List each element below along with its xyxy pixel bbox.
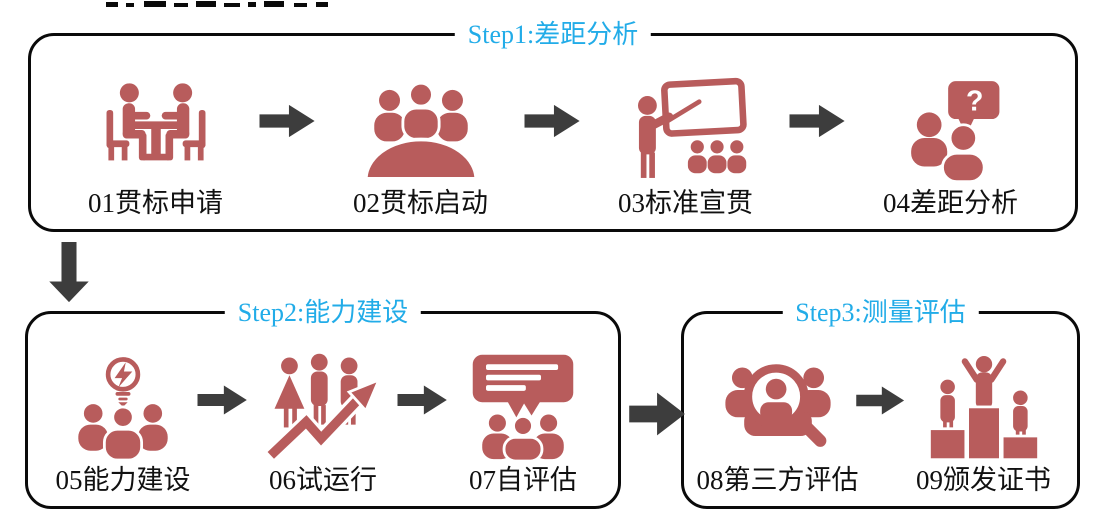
step-item: 08第三方评估 xyxy=(696,352,859,496)
flow-arrow-icon xyxy=(197,383,249,422)
step-item: 01贯标申请 xyxy=(52,75,259,219)
step3-content: 08第三方评估 xyxy=(684,314,1077,506)
flow-arrow-icon xyxy=(397,383,449,422)
step-item-label: 07自评估 xyxy=(469,465,577,495)
question-discussion-icon: ? xyxy=(895,75,1007,183)
flow-arrow-icon xyxy=(524,102,582,145)
flow-big-arrow-icon xyxy=(629,388,687,445)
step-item-label: 08第三方评估 xyxy=(696,465,859,495)
step2-title: Step2:能力建设 xyxy=(224,297,422,328)
step2-content: 05能力建设 xyxy=(28,314,618,506)
flow-arrow-icon xyxy=(259,102,317,145)
flow-arrow-icon xyxy=(855,384,906,422)
step-item-label: 03标准宣贯 xyxy=(618,188,753,218)
conference-group-icon xyxy=(359,75,483,183)
podium-winner-icon xyxy=(924,352,1044,460)
step-item: 06试运行 xyxy=(249,352,397,496)
meeting-table-icon xyxy=(97,75,215,183)
step-item: ? 04差距分析 xyxy=(847,75,1054,219)
step-item-label: 02贯标启动 xyxy=(353,188,488,218)
step-item: 07自评估 xyxy=(449,352,597,496)
step-item-label: 06试运行 xyxy=(269,465,377,495)
step1-content: 01贯标申请 02贯标启动 xyxy=(31,36,1075,229)
step-item: 03标准宣贯 xyxy=(582,75,789,219)
flow-down-arrow-icon xyxy=(49,242,89,309)
step-item-label: 09颁发证书 xyxy=(916,465,1051,495)
svg-text:?: ? xyxy=(966,85,983,117)
step3-title: Step3:测量评估 xyxy=(782,297,979,328)
step1-title: Step1:差距分析 xyxy=(454,19,652,50)
step-item-label: 01贯标申请 xyxy=(88,188,223,218)
growth-trend-icon xyxy=(261,352,385,461)
training-presentation-icon xyxy=(622,75,750,183)
step1-box: Step1:差距分析 xyxy=(28,19,1078,232)
team-idea-icon xyxy=(67,352,179,460)
flow-arrow-icon xyxy=(789,102,847,145)
cropped-title-fragments xyxy=(106,1,328,7)
audit-magnifier-icon xyxy=(716,352,840,460)
step-item: 05能力建设 xyxy=(49,352,197,496)
feedback-group-icon xyxy=(467,352,579,461)
step-item: 09颁发证书 xyxy=(906,352,1062,496)
step-item: 02贯标启动 xyxy=(317,75,524,219)
step2-box: Step2:能力建设 xyxy=(25,297,621,509)
step-item-label: 04差距分析 xyxy=(883,188,1018,218)
step3-box: Step3:测量评估 xyxy=(681,297,1080,509)
step-item-label: 05能力建设 xyxy=(55,465,191,495)
